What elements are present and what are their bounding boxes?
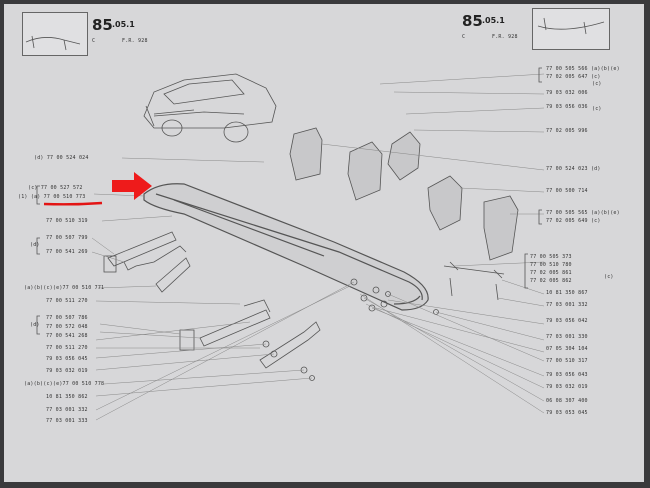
label-right: 77 00 510 780 bbox=[530, 262, 572, 268]
label-right: 79 03 056 043 bbox=[546, 372, 588, 378]
header-small-left: C bbox=[92, 38, 96, 44]
label-left: 77 00 507 786 bbox=[46, 315, 88, 321]
leader-lines bbox=[91, 73, 545, 421]
label-left: 77 00 572 048 bbox=[46, 324, 88, 330]
label-right: 06 08 307 400 bbox=[546, 398, 588, 404]
label-right: 77 02 005 862 bbox=[530, 278, 572, 284]
label-right: 77 00 510 317 bbox=[546, 358, 588, 364]
bracket-upper-left bbox=[103, 231, 191, 293]
header-thumb-left bbox=[22, 12, 88, 56]
header-small-right: C bbox=[462, 34, 466, 40]
label-right: 79 03 053 045 bbox=[546, 410, 588, 416]
label-right: 77 00 505 566 (a)(b)(e) bbox=[546, 66, 620, 72]
label-left: (a)(b)(c)(e)77 00 510 771 bbox=[24, 285, 105, 291]
label-left: 77 00 507 799 bbox=[46, 235, 88, 241]
thumb-bumper-right bbox=[537, 17, 605, 35]
label-left: 77 03 001 332 bbox=[46, 407, 88, 413]
side-code-c3: (c) bbox=[604, 274, 614, 280]
label-left: 77 00 511 270 bbox=[46, 345, 88, 351]
label-left: (1) (a) 77 00 510 773 bbox=[18, 194, 86, 200]
header-code-left: 85 bbox=[92, 16, 113, 34]
header-sub-left: .05.1 bbox=[112, 20, 135, 29]
car-sketch bbox=[143, 73, 277, 143]
label-right: 79 03 056 042 bbox=[546, 318, 588, 324]
label-right: 77 00 505 565 (a)(b)(e) bbox=[546, 210, 620, 216]
brace-4 bbox=[36, 237, 40, 255]
brace-2 bbox=[538, 209, 542, 225]
label-left: 77 00 541 269 bbox=[46, 249, 88, 255]
red-underline bbox=[43, 201, 103, 206]
overrider-parts bbox=[289, 127, 519, 261]
label-right: 77 02 005 861 bbox=[530, 270, 572, 276]
header-sub-right: .05.1 bbox=[482, 16, 505, 25]
brace-5 bbox=[36, 315, 40, 335]
label-left: 79 03 056 045 bbox=[46, 356, 88, 362]
brace-1 bbox=[538, 67, 542, 83]
label-right: 10 81 350 867 bbox=[546, 290, 588, 296]
label-left: 77 00 511 270 bbox=[46, 298, 88, 304]
label-right: 77 03 001 330 bbox=[546, 334, 588, 340]
label-right: 77 00 524 023 (d) bbox=[546, 166, 601, 172]
red-arrow-icon bbox=[112, 172, 152, 200]
label-right: 77 02 005 996 bbox=[546, 128, 588, 134]
side-code-c1: (c) bbox=[592, 81, 602, 87]
label-right: 79 03 032 006 bbox=[546, 90, 588, 96]
label-left: (d) 77 00 524 024 bbox=[34, 155, 89, 161]
label-right: 79 03 032 019 bbox=[546, 384, 588, 390]
bracket-right bbox=[443, 261, 505, 301]
label-right: 77 02 005 647 (c) bbox=[546, 74, 601, 80]
brace-6 bbox=[36, 185, 40, 205]
parts-diagram-sheet: 85 .05.1 C F.R. 928 85 .05.1 C F.R. 928 bbox=[4, 4, 644, 482]
label-left: 77 03 001 333 bbox=[46, 418, 88, 424]
header-ref-left: F.R. 928 bbox=[122, 38, 148, 44]
label-right: 77 03 001 332 bbox=[546, 302, 588, 308]
label-right: 77 00 505 373 bbox=[530, 254, 572, 260]
label-left: 77 00 541 268 bbox=[46, 333, 88, 339]
bracket-lower-left bbox=[179, 299, 321, 369]
brace-3 bbox=[524, 253, 528, 289]
header-ref-right: F.R. 928 bbox=[492, 34, 518, 40]
label-right: 77 02 005 649 (c) bbox=[546, 218, 601, 224]
side-code-c2: (c) bbox=[592, 106, 602, 112]
label-left: 79 03 032 019 bbox=[46, 368, 88, 374]
header-code-right: 85 bbox=[462, 12, 483, 30]
bumper-bar bbox=[143, 183, 429, 311]
label-right: 79 03 056 036 bbox=[546, 104, 588, 110]
thumb-bumper-left bbox=[25, 35, 81, 51]
label-left: (a)(b)(c)(e)77 00 510 778 bbox=[24, 381, 105, 387]
label-left: 77 00 510 319 bbox=[46, 218, 88, 224]
hardware-bits bbox=[262, 278, 439, 381]
label-right: 77 00 500 714 bbox=[546, 188, 588, 194]
label-right: 07 05 304 104 bbox=[546, 346, 588, 352]
exploded-view-drawing bbox=[25, 17, 605, 421]
label-left: 10 81 350 862 bbox=[46, 394, 88, 400]
side-code-d1: (d) bbox=[30, 242, 40, 248]
side-code-d2: (d) bbox=[30, 322, 40, 328]
label-left: (c) 77 00 527 572 bbox=[28, 185, 83, 191]
